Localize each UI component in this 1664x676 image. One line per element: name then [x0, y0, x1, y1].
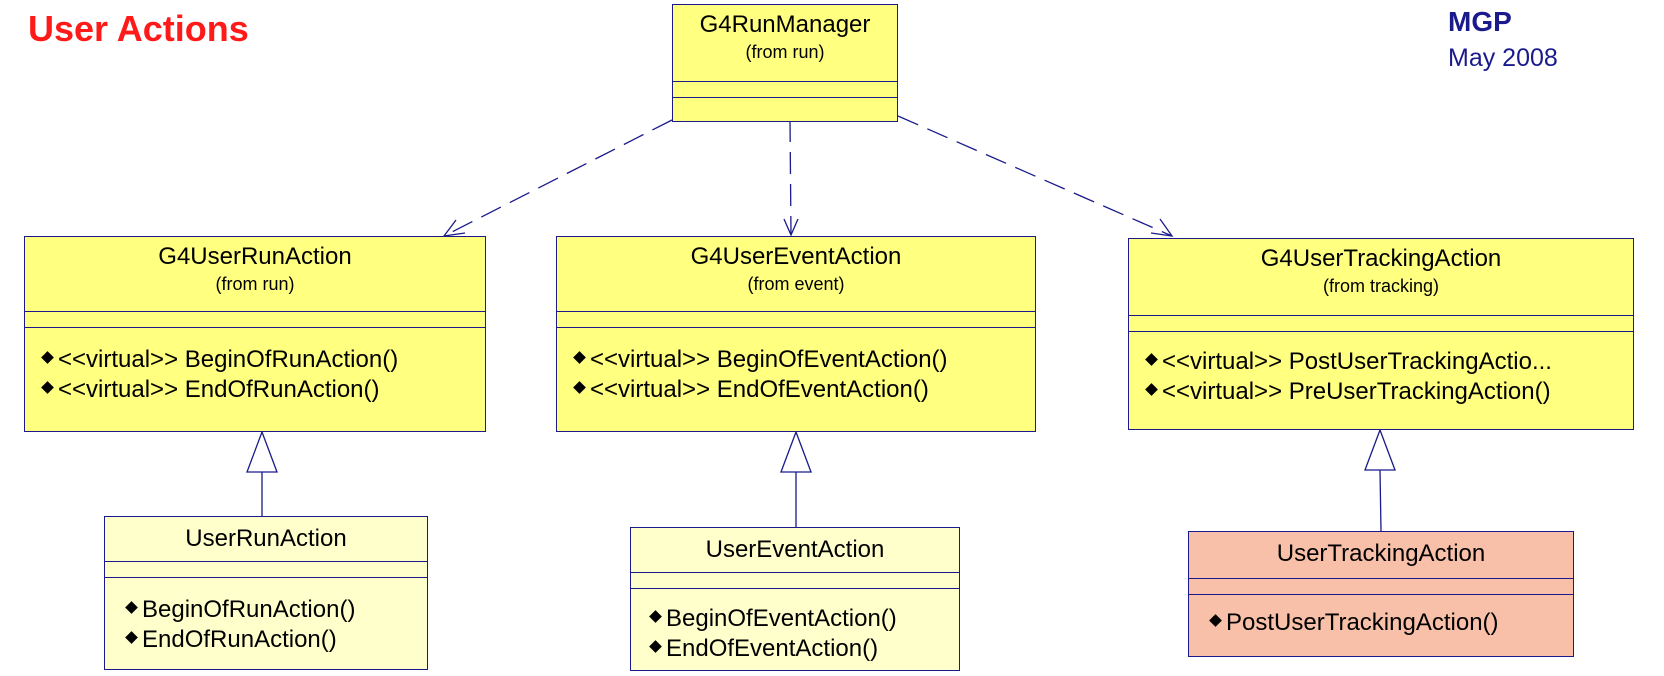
operation-item: BeginOfRunAction() — [105, 595, 427, 625]
class-g4usereventaction: G4UserEventAction (from event) <<virtual… — [556, 236, 1036, 432]
operations-list: <<virtual>> BeginOfEventAction() <<virtu… — [557, 345, 1035, 405]
class-name: G4UserTrackingAction — [1260, 245, 1502, 272]
class-g4usertrackingaction: G4UserTrackingAction (from tracking) <<v… — [1128, 238, 1634, 430]
dependency-event — [789, 119, 792, 235]
attribute-separator — [25, 311, 485, 312]
operation-item: <<virtual>> BeginOfEventAction() — [557, 345, 1035, 375]
class-usereventaction: UserEventAction BeginOfEventAction() End… — [630, 527, 960, 671]
operation-item: <<virtual>> PostUserTrackingActio... — [1129, 347, 1633, 377]
class-package: (from run) — [745, 42, 825, 62]
operation-item: <<virtual>> BeginOfRunAction() — [25, 345, 485, 375]
dependency-event-arrowhead — [783, 218, 799, 237]
dependency-run-arrowhead — [442, 219, 466, 237]
operations-list: BeginOfRunAction() EndOfRunAction() — [105, 595, 427, 655]
operation-separator — [673, 97, 897, 98]
operation-diamond-icon — [1145, 383, 1158, 396]
operation-diamond-icon — [649, 640, 662, 653]
dependency-tracking-arrowhead — [1150, 218, 1174, 237]
author-label: MGP — [1448, 6, 1512, 37]
inherit-run-arrowhead — [246, 430, 278, 473]
class-name: G4UserEventAction — [690, 243, 902, 270]
operation-item: <<virtual>> EndOfEventAction() — [557, 375, 1035, 405]
class-name: G4UserRunAction — [158, 243, 352, 270]
attribute-separator — [1189, 578, 1573, 579]
operation-item: PostUserTrackingAction() — [1189, 608, 1573, 638]
operations-list: <<virtual>> BeginOfRunAction() <<virtual… — [25, 345, 485, 405]
operations-list: PostUserTrackingAction() — [1189, 608, 1573, 638]
class-package: (from run) — [215, 274, 295, 294]
operation-separator — [105, 577, 427, 578]
diagram-title: User Actions — [28, 8, 249, 49]
operation-item: EndOfEventAction() — [631, 634, 959, 664]
operation-diamond-icon — [573, 381, 586, 394]
date-label: May 2008 — [1448, 44, 1558, 72]
attribute-separator — [673, 81, 897, 82]
operation-diamond-icon — [649, 610, 662, 623]
attribute-separator — [1129, 315, 1633, 316]
operation-diamond-icon — [41, 381, 54, 394]
attribute-separator — [105, 561, 427, 562]
operation-item: <<virtual>> PreUserTrackingAction() — [1129, 377, 1633, 407]
attribute-separator — [557, 311, 1035, 312]
class-name: G4RunManager — [699, 11, 871, 38]
operation-diamond-icon — [573, 351, 586, 364]
class-g4runmanager: G4RunManager (from run) — [672, 4, 898, 122]
class-name: UserTrackingAction — [1276, 540, 1486, 567]
class-name: UserRunAction — [185, 525, 347, 552]
class-package: (from event) — [747, 274, 845, 294]
operation-separator — [557, 327, 1035, 328]
operation-separator — [1129, 331, 1633, 332]
operation-diamond-icon — [41, 351, 54, 364]
inherit-event-arrowhead — [780, 430, 812, 473]
operation-diamond-icon — [125, 631, 138, 644]
operation-diamond-icon — [1209, 614, 1222, 627]
operation-separator — [1189, 594, 1573, 595]
operation-separator — [631, 588, 959, 589]
inherit-tracking-line — [1379, 469, 1382, 532]
operation-diamond-icon — [1145, 353, 1158, 366]
operation-item: <<virtual>> EndOfRunAction() — [25, 375, 485, 405]
class-package: (from tracking) — [1322, 276, 1439, 296]
attribute-separator — [631, 572, 959, 573]
operations-list: <<virtual>> PostUserTrackingActio... <<v… — [1129, 347, 1633, 407]
class-userrunaction: UserRunAction BeginOfRunAction() EndOfRu… — [104, 516, 428, 670]
operation-separator — [25, 327, 485, 328]
operation-item: EndOfRunAction() — [105, 625, 427, 655]
class-name: UserEventAction — [705, 536, 885, 563]
class-g4userrunaction: G4UserRunAction (from run) <<virtual>> B… — [24, 236, 486, 432]
operation-item: BeginOfEventAction() — [631, 604, 959, 634]
inherit-tracking-arrowhead — [1364, 428, 1396, 471]
class-usertrackingaction: UserTrackingAction PostUserTrackingActio… — [1188, 531, 1574, 657]
dependency-run — [445, 119, 673, 236]
operations-list: BeginOfEventAction() EndOfEventAction() — [631, 604, 959, 664]
operation-diamond-icon — [125, 601, 138, 614]
dependency-tracking — [897, 115, 1173, 237]
